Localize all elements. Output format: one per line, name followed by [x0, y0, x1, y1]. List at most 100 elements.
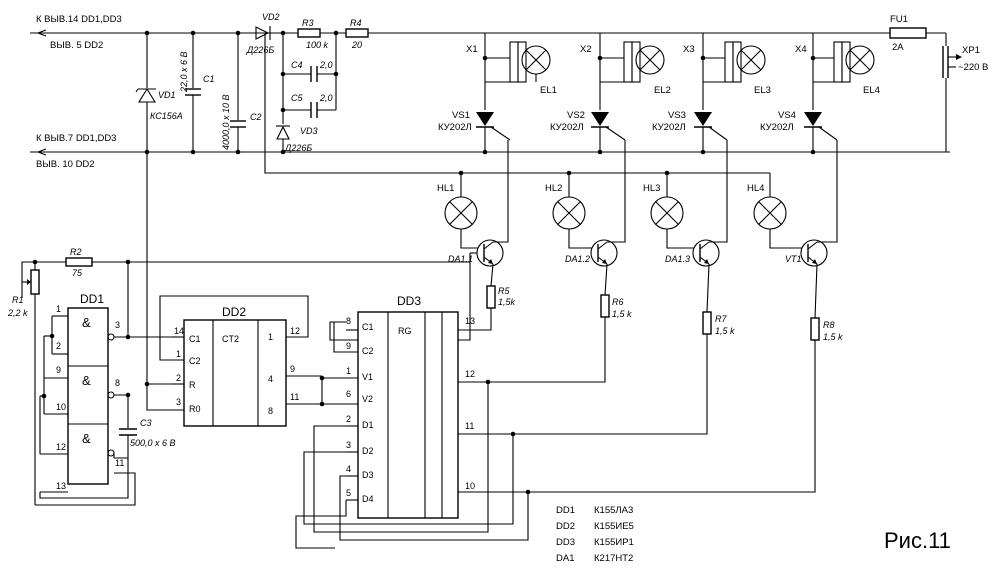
- dd3-pin-9: 9: [346, 341, 351, 351]
- dd2-name: DD2: [222, 305, 246, 319]
- dd3-sig-v2: V2: [362, 394, 373, 404]
- fu1-name: FU1: [890, 14, 908, 25]
- da1-2-label: DA1.2: [565, 254, 590, 264]
- legend-part-dd3: К155ИР1: [594, 537, 634, 548]
- legend-ref-dd2: DD2: [556, 521, 575, 532]
- c5-value: 2,0: [319, 93, 333, 103]
- r6-value: 1,5 k: [612, 309, 632, 319]
- vs3-label: VS3: [668, 110, 686, 121]
- vd3-type: Д226Б: [284, 143, 312, 153]
- dd2-pin-3: 3: [176, 397, 181, 407]
- dd2-pin-11: 11: [290, 392, 299, 402]
- label-mid-left-2: ВЫВ. 10 DD2: [36, 159, 95, 170]
- vs2-label: VS2: [567, 110, 585, 121]
- dd3-pin-8: 8: [346, 316, 351, 326]
- hl4-label: HL4: [747, 183, 764, 194]
- dd3-pin-6: 6: [346, 389, 351, 399]
- c1-value: 22,0 х 6 В: [179, 51, 189, 93]
- dd2-sig-r: R: [189, 380, 196, 390]
- capacitor-c2: C2 4000,0 х 10 В: [221, 33, 262, 152]
- dd3-sig-c2: C2: [362, 346, 374, 356]
- legend-ref-dd3: DD3: [556, 537, 575, 548]
- c2-value: 4000,0 х 10 В: [221, 94, 231, 150]
- zener-vd1: VD1 КС156А: [135, 33, 183, 384]
- dd2-sig-1: 1: [268, 332, 273, 342]
- dd3-sig-d2: D2: [362, 446, 374, 456]
- dd2-pin-12: 12: [290, 326, 300, 336]
- r1-value: 2,2 k: [7, 308, 28, 318]
- legend-part-dd1: К155ЛА3: [594, 505, 633, 516]
- r5-value: 1,5k: [498, 297, 516, 307]
- dd3-pin-2: 2: [346, 414, 351, 424]
- indicator-2: HL2 DA1.2 R6 1,5 k: [458, 140, 632, 383]
- el1-label: EL1: [540, 85, 557, 96]
- vd1-type: КС156А: [150, 111, 183, 121]
- fuse-and-plug: FU1 2A XP1 ~220 В: [889, 14, 988, 152]
- c4-value: 2,0: [319, 60, 333, 70]
- dd1-gate-3-symbol: &: [82, 431, 91, 446]
- hl2-label: HL2: [545, 183, 562, 194]
- dd2-pin-14: 14: [174, 326, 184, 336]
- dd3-pin-13: 13: [465, 316, 475, 326]
- dd3-sig-v1: V1: [362, 372, 373, 382]
- r5-name: R5: [498, 286, 510, 296]
- vt1-label: VT1: [785, 254, 802, 264]
- r1-r2-network: R2 75 R1 2,2 k: [7, 247, 470, 505]
- c1-name: C1: [203, 74, 215, 84]
- c3-name: C3: [140, 418, 152, 428]
- r4-name: R4: [350, 18, 362, 28]
- dd1-gate-2-symbol: &: [82, 373, 91, 388]
- dd2-func: CT2: [222, 334, 239, 344]
- dd2-sig-8: 8: [268, 406, 273, 416]
- dd2-sig-c1: C1: [189, 334, 201, 344]
- dd1-pin-1: 1: [56, 304, 61, 314]
- channel-4: X4 EL4 VS4 КУ202Л: [760, 33, 880, 152]
- label-top-left-2: ВЫВ. 5 DD2: [50, 40, 103, 51]
- dd2-sig-c2: C2: [189, 356, 201, 366]
- indicator-4: HL4 VT1 R8 1,5 k: [458, 140, 843, 493]
- dd3-pin-1: 1: [346, 366, 351, 376]
- r7-name: R7: [715, 314, 727, 324]
- dd1-pin-3: 3: [115, 320, 120, 330]
- dd1-pin-12: 12: [56, 442, 66, 452]
- vs4-label: VS4: [778, 110, 796, 121]
- dd3-sig-c1: C1: [362, 322, 374, 332]
- r4-value: 20: [351, 40, 362, 50]
- vd2-type: Д226Б: [246, 45, 274, 55]
- dd1-pin-13: 13: [56, 481, 66, 491]
- dd2-pin-1: 1: [176, 349, 181, 359]
- rectifier-section: VD2 Д226Б R3 100 k R4 20 C4 2,0 C5 2,0 V…: [238, 12, 890, 153]
- dd1-name: DD1: [80, 292, 104, 306]
- el2-label: EL2: [654, 85, 671, 96]
- legend-part-dd2: К155ИЕ5: [594, 521, 634, 532]
- r8-name: R8: [823, 320, 835, 330]
- x4-label: X4: [795, 44, 807, 55]
- dd2-chip: DD2 CT2 C1 C2 R R0 14 1 2 3 1 4 8 12 9 1…: [146, 295, 322, 427]
- legend-part-da1: К217НТ2: [594, 553, 633, 564]
- dd3-sig-d4: D4: [362, 494, 374, 504]
- vs4-type: КУ202Л: [760, 122, 794, 133]
- dd1-pin-10: 10: [56, 402, 66, 412]
- dd1-pin-8: 8: [115, 378, 120, 388]
- label-top-left-1: К ВЫВ.14 DD1,DD3: [36, 14, 122, 25]
- dd3-pin-12: 12: [465, 369, 475, 379]
- legend-ref-da1: DA1: [556, 553, 574, 564]
- c5-name: C5: [291, 93, 303, 103]
- el3-label: EL3: [754, 85, 771, 96]
- dd3-pin-4: 4: [346, 464, 351, 474]
- x2-label: X2: [580, 44, 592, 55]
- vs1-type: КУ202Л: [438, 122, 472, 133]
- r6-name: R6: [612, 297, 624, 307]
- dd1-pin-2: 2: [56, 341, 61, 351]
- dd2-pin-9: 9: [290, 364, 295, 374]
- label-mid-left-1: К ВЫВ.7 DD1,DD3: [36, 133, 116, 144]
- dd3-pin-3: 3: [346, 440, 351, 450]
- channel-1: X1 EL1 VS1 КУ202Л: [438, 33, 557, 152]
- channel-2: X2 EL2 VS2 КУ202Л: [550, 33, 671, 152]
- legend-ref-dd1: DD1: [556, 505, 575, 516]
- vs1-label: VS1: [452, 110, 470, 121]
- dd3-pin-5: 5: [346, 488, 351, 498]
- dd3-chip: DD3 RG C1 C2 V1 V2 D1 D2 D3 D4 8 9 1 6 2…: [295, 294, 531, 549]
- fu1-value: 2A: [892, 42, 904, 53]
